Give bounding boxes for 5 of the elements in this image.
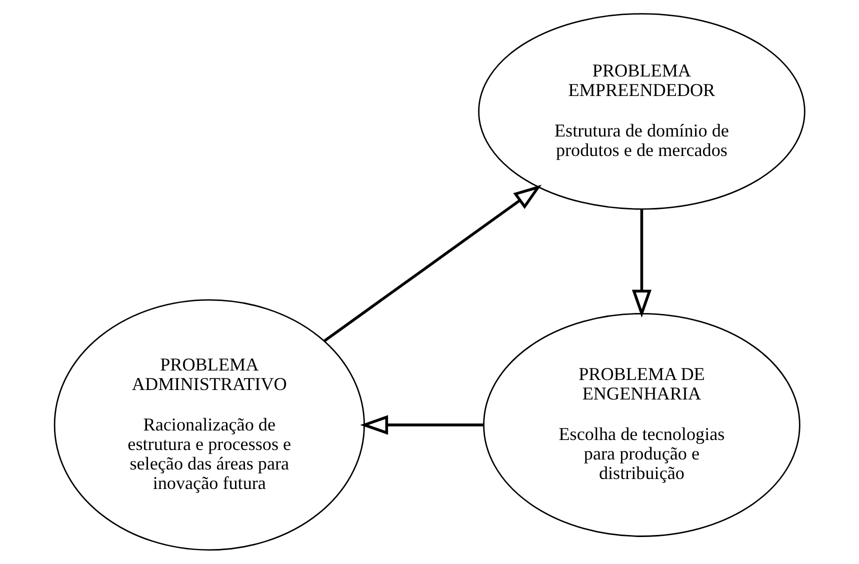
node-ellipse: PROBLEMA DE ENGENHARIA Escolha de tecnologias para produção e distribuição	[483, 312, 800, 537]
node-ellipse: PROBLEMA ADMINISTRATIVO Racionalização de estrutura e processos e seleção das áreas para inovação futura	[54, 299, 365, 551]
arrow	[324, 184, 542, 342]
arrow	[632, 209, 652, 318]
arrow	[360, 415, 484, 435]
